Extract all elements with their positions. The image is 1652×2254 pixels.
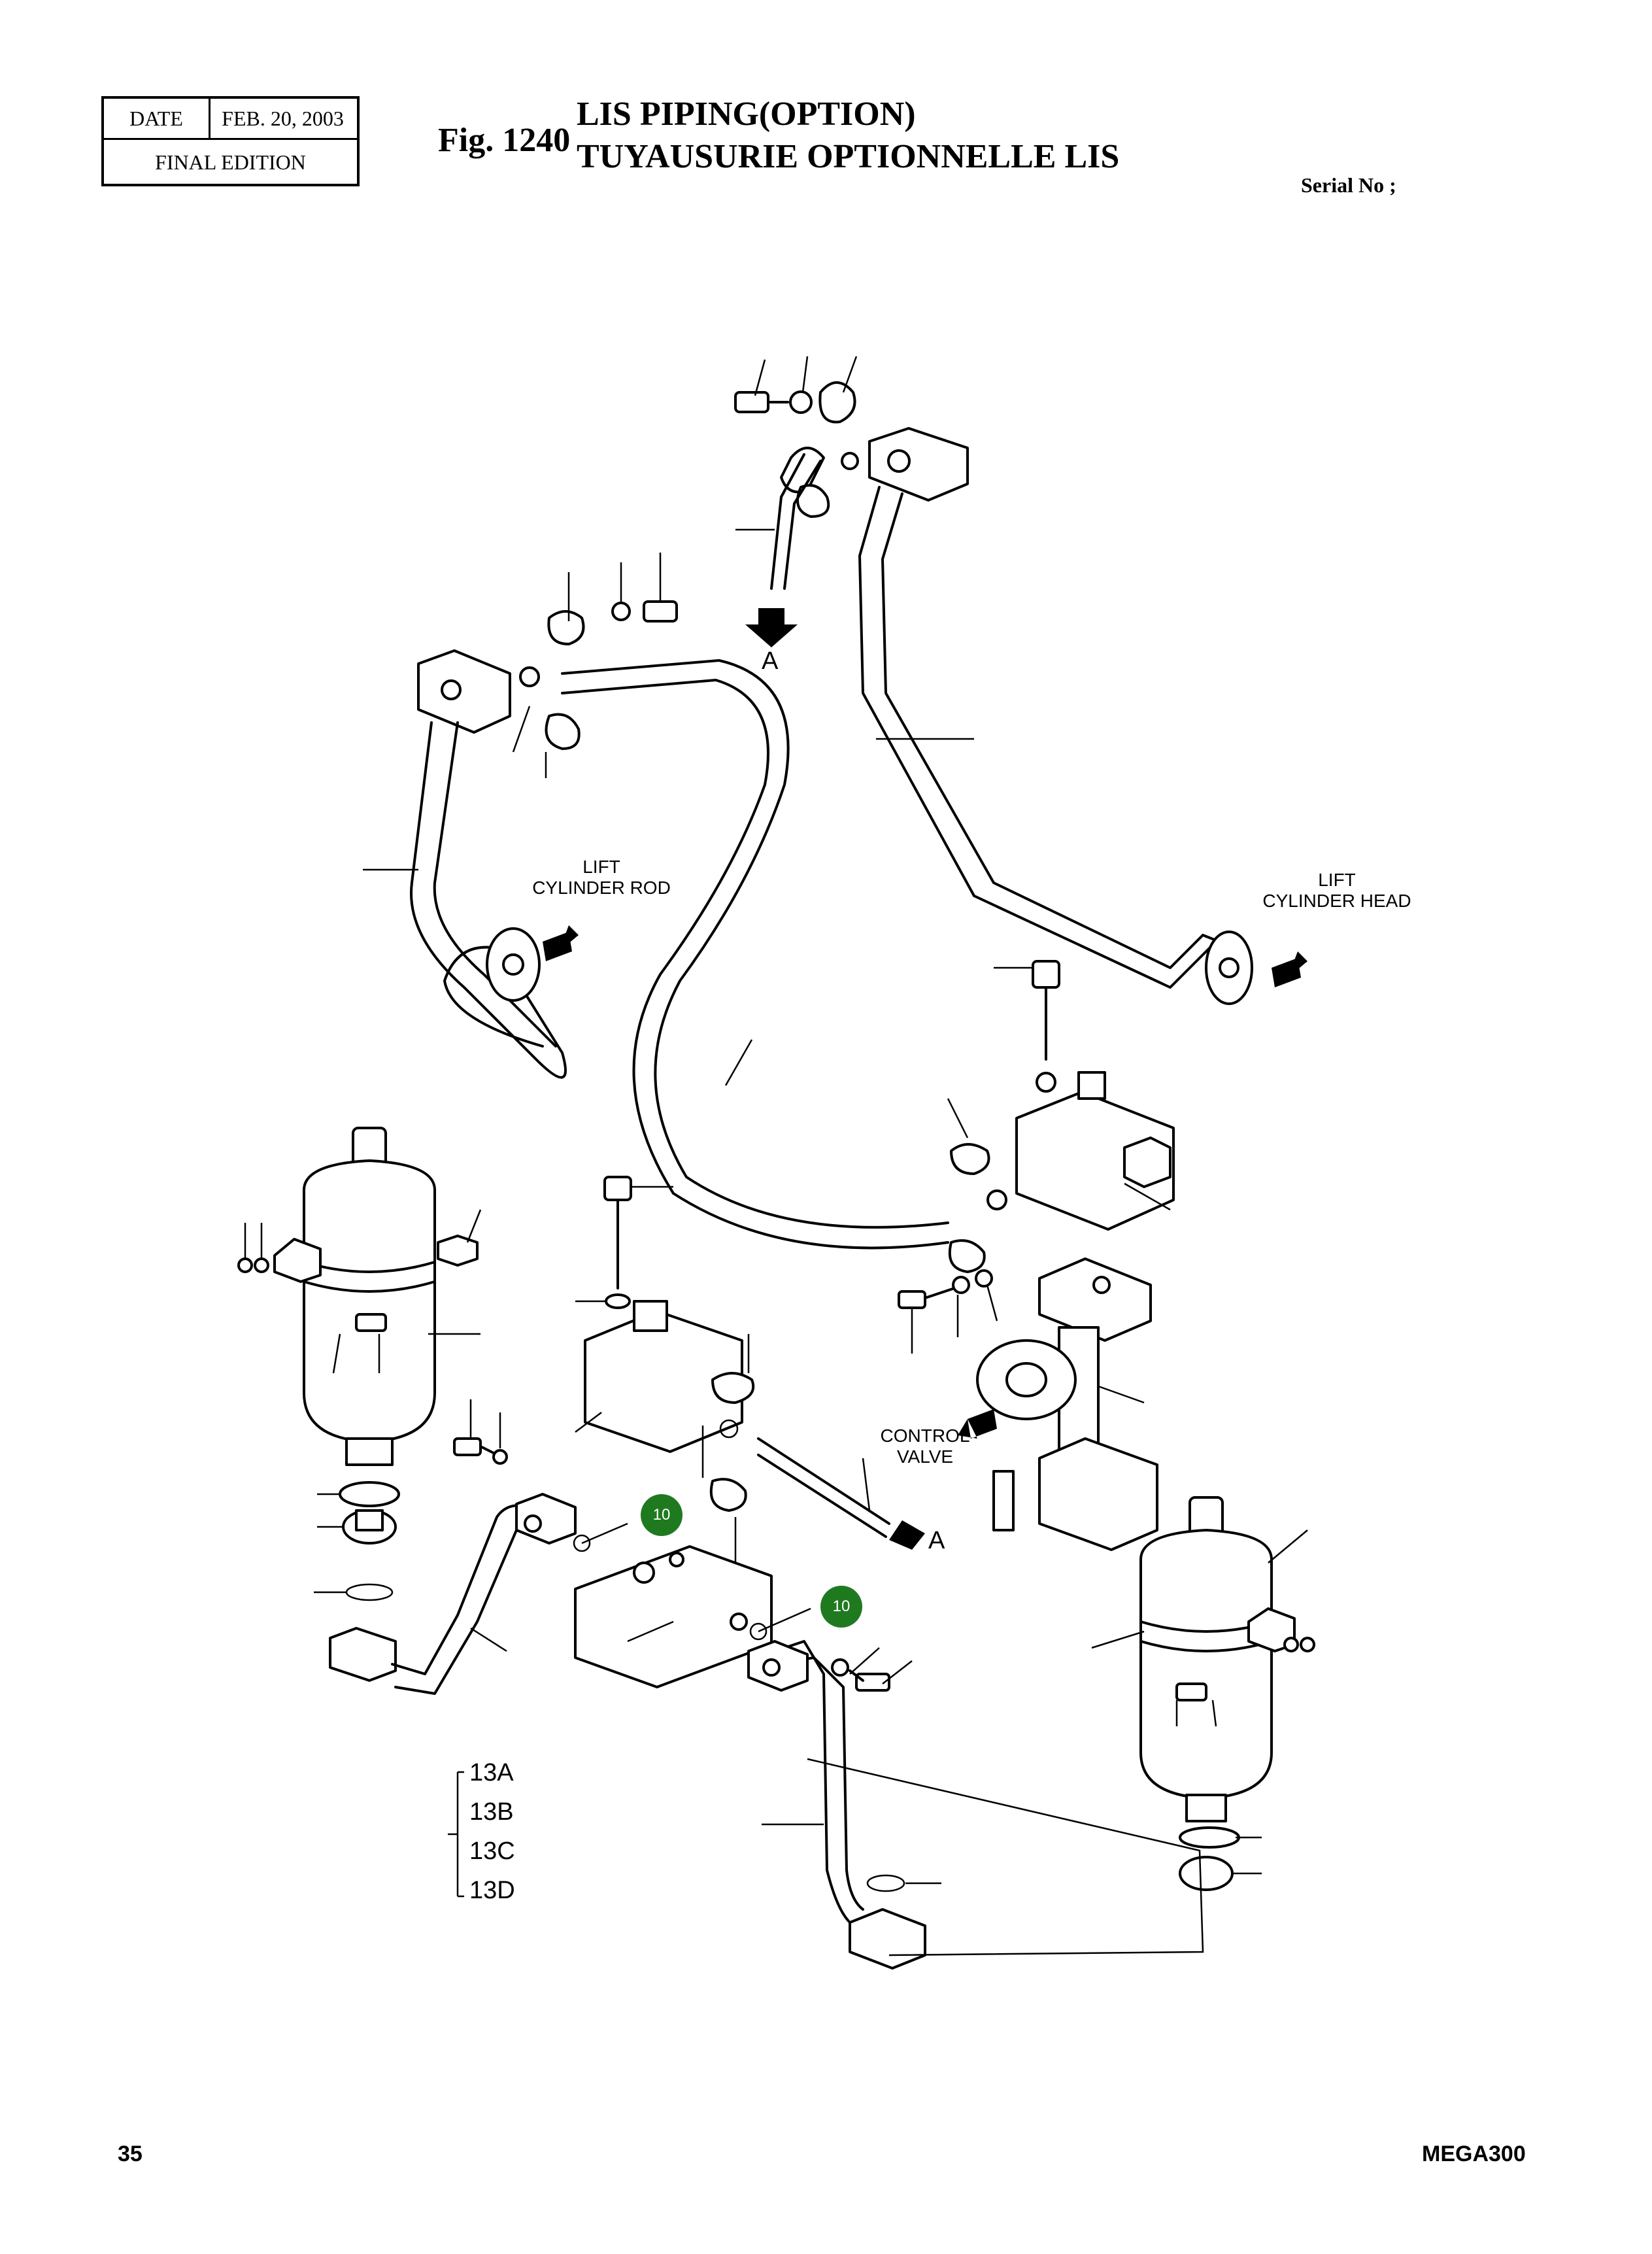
date-value: FEB. 20, 2003 bbox=[222, 107, 344, 130]
date-row: DATE FEB. 20, 2003 bbox=[104, 99, 357, 140]
edition-label: FINAL EDITION bbox=[155, 150, 306, 174]
model-name: MEGA300 bbox=[1422, 2142, 1526, 2166]
page-subtitle: TUYAUSURIE OPTIONNELLE LIS bbox=[577, 138, 1120, 175]
left-flange-block bbox=[417, 553, 678, 778]
label-control-valve: CONTROL VALVE bbox=[869, 1426, 981, 1467]
right-accumulator bbox=[1091, 1496, 1315, 1891]
center-valve-block bbox=[575, 1176, 755, 1563]
flexible-hose-main bbox=[561, 659, 949, 1229]
rigid-pipe-right-lower bbox=[773, 1640, 851, 1924]
page-title: LIS PIPING(OPTION) bbox=[577, 95, 916, 133]
page-number: 35 bbox=[118, 2142, 143, 2166]
cylinder-head-flange bbox=[1205, 931, 1307, 1005]
cylinder-rod-flange bbox=[486, 925, 579, 1002]
rigid-pipe-rod bbox=[410, 721, 567, 1079]
label-lift-cylinder-head: LIFT CYLINDER HEAD bbox=[1249, 870, 1425, 912]
variant-ref: 13D bbox=[469, 1877, 515, 1904]
control-valve-assembly bbox=[958, 1257, 1158, 1551]
flexible-hose-top bbox=[770, 453, 805, 590]
label-line: CYLINDER ROD bbox=[532, 878, 671, 898]
figure-number: Fig. 1240 bbox=[438, 122, 571, 159]
label-line: CYLINDER HEAD bbox=[1262, 891, 1411, 911]
variant-ref: 13A bbox=[469, 1759, 514, 1786]
variant-ref: 13C bbox=[469, 1837, 515, 1865]
left-accumulator bbox=[237, 1127, 482, 1466]
label-line: VALVE bbox=[896, 1446, 954, 1467]
right-valve-block bbox=[947, 960, 1175, 1273]
label-line: LIFT bbox=[582, 857, 620, 877]
label-line: CONTROL bbox=[880, 1426, 970, 1446]
left-lower-fittings bbox=[314, 1481, 400, 1682]
connection-a-top: A bbox=[762, 647, 779, 675]
arrow-a-bottom bbox=[889, 1520, 925, 1550]
top-flange-block bbox=[780, 427, 969, 518]
date-box: DATE FEB. 20, 2003 FINAL EDITION bbox=[101, 96, 360, 186]
top-fastener-group bbox=[734, 356, 858, 424]
rigid-pipe-head bbox=[858, 486, 1237, 989]
callout-10[interactable]: 10 bbox=[820, 1586, 862, 1628]
bolt-group-right bbox=[898, 1269, 998, 1354]
label-lift-cylinder-rod: LIFT CYLINDER ROD bbox=[523, 857, 680, 898]
variant-ref: 13B bbox=[469, 1798, 514, 1826]
flexible-hose-bottom bbox=[757, 1437, 890, 1525]
date-label: DATE bbox=[104, 99, 211, 138]
callout-10[interactable]: 10 bbox=[641, 1494, 683, 1536]
label-line: LIFT bbox=[1318, 870, 1356, 890]
connection-a-bottom: A bbox=[928, 1527, 945, 1554]
serial-number-label: Serial No ; bbox=[1301, 173, 1396, 197]
arrow-a-top bbox=[745, 608, 798, 647]
variant-bracket bbox=[448, 1758, 1204, 1956]
